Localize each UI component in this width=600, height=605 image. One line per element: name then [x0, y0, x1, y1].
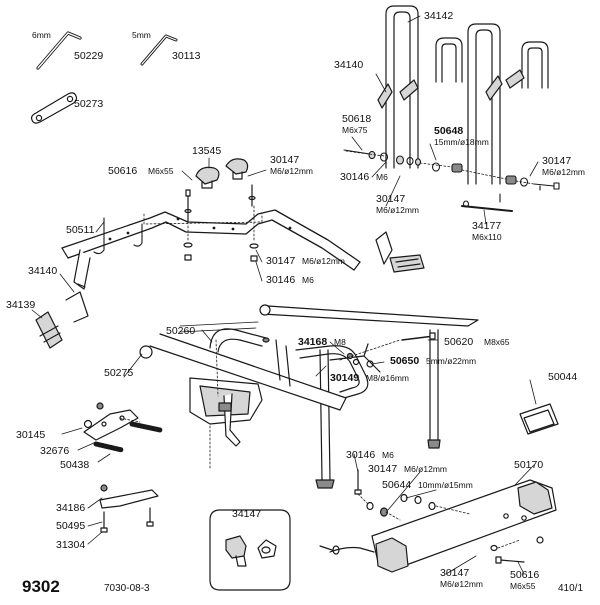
- label-30149: 30149: [330, 372, 360, 384]
- page-number: 410/1: [558, 583, 584, 594]
- dotted-guides-lower: [119, 417, 521, 549]
- label-32676: 32676: [40, 445, 70, 457]
- dotted-guides-upper-right: [345, 150, 535, 185]
- label-50044: 50044: [548, 371, 578, 383]
- label-30145: 30145: [16, 429, 46, 441]
- label-30146-lower: 30146: [346, 449, 376, 461]
- label-50650: 50650: [390, 355, 420, 367]
- label-50229-size: 6mm: [32, 30, 51, 40]
- hooks-50511: [93, 217, 143, 255]
- label-30146-lower-spec: M6: [382, 450, 394, 460]
- latch-34186: [99, 484, 159, 533]
- label-30147-bottom: 30147: [440, 567, 470, 579]
- label-34142: 34142: [424, 10, 454, 22]
- label-50260: 50260: [166, 325, 196, 337]
- upper-rack-frame: [61, 209, 361, 290]
- wrench-tool: [30, 92, 78, 124]
- label-50273: 50273: [74, 98, 104, 110]
- main-carrier-frame: [139, 304, 479, 489]
- label-50495: 50495: [56, 520, 86, 532]
- label-50620-spec: M8x65: [484, 337, 510, 347]
- label-30146-frame: 30146: [266, 274, 296, 286]
- label-34140-right: 34140: [334, 59, 364, 71]
- label-30147-upper-left: 30147: [270, 154, 300, 166]
- label-50650-spec: 5mm/ø22mm: [426, 356, 477, 366]
- label-34177-spec: M6x110: [472, 232, 502, 242]
- lock-assembly-left: [83, 402, 163, 453]
- label-50275: 50275: [104, 367, 134, 379]
- label-50616-upper: 50616: [108, 165, 138, 177]
- label-30149-spec: M8/ø16mm: [366, 373, 409, 383]
- label-30147-right-b-spec: M6/ø12mm: [542, 167, 585, 177]
- leader-lines: [31, 15, 539, 575]
- label-30113-size: 5mm: [132, 30, 151, 40]
- label-50644-spec: 10mm/ø15mm: [418, 480, 473, 490]
- label-34140-left: 34140: [28, 265, 58, 277]
- drawing-strokes: [30, 5, 560, 591]
- label-34168-spec: M8: [334, 337, 346, 347]
- light-board-50170: [319, 469, 557, 573]
- label-50616-lower-spec: M6x55: [510, 581, 536, 591]
- label-30146-right: 30146: [340, 171, 370, 183]
- label-30113: 30113: [172, 50, 201, 62]
- label-34147: 34147: [232, 508, 262, 520]
- label-50648-spec: 15mm/ø18mm: [434, 137, 489, 147]
- model-number: 9302: [22, 577, 60, 596]
- label-30147-frame-spec: M6/ø12mm: [302, 256, 345, 266]
- label-50648: 50648: [434, 125, 464, 137]
- lock-cylinder-34147: [209, 509, 291, 591]
- dotted-guides-upper: [143, 205, 263, 243]
- strap-holders: [35, 231, 425, 349]
- reflector-50044: [519, 403, 559, 435]
- label-34177: 34177: [472, 220, 502, 232]
- label-50618-spec: M6x75: [342, 125, 368, 135]
- label-50616-lower: 50616: [510, 569, 540, 581]
- label-50618: 50618: [342, 113, 372, 125]
- label-34168: 34168: [298, 336, 328, 348]
- label-50644: 50644: [382, 479, 412, 491]
- label-30147-right-a-spec: M6/ø12mm: [376, 205, 419, 215]
- label-50229: 50229: [74, 50, 104, 62]
- label-30147-lower: 30147: [368, 463, 398, 475]
- label-50170: 50170: [514, 459, 544, 471]
- label-31304: 31304: [56, 539, 86, 551]
- label-50438: 50438: [60, 459, 90, 471]
- label-30147-upper-left-spec: M6/ø12mm: [270, 166, 313, 176]
- hardware-row-upper-right: [343, 149, 560, 212]
- knob-13545: [195, 158, 249, 189]
- label-30147-right-a: 30147: [376, 193, 406, 205]
- label-30147-bottom-spec: M6/ø12mm: [440, 579, 483, 589]
- wheel-holder-34142: [377, 5, 549, 185]
- label-50616-upper-spec: M6x55: [148, 166, 174, 176]
- label-30146-right-spec: M6: [376, 172, 388, 182]
- label-50511: 50511: [66, 224, 95, 236]
- label-34186: 34186: [56, 502, 86, 514]
- label-30147-right-b: 30147: [542, 155, 572, 167]
- label-30147-frame: 30147: [266, 255, 296, 267]
- document-code: 7030-08-3: [104, 583, 150, 594]
- allen-key-5mm: [140, 34, 178, 66]
- label-30147-lower-spec: M6/ø12mm: [404, 464, 447, 474]
- label-50620: 50620: [444, 336, 474, 348]
- label-34139: 34139: [6, 299, 36, 311]
- bolts-upper-frame: [183, 184, 259, 262]
- label-30146-frame-spec: M6: [302, 275, 314, 285]
- allen-key-6mm: [36, 31, 82, 70]
- label-13545: 13545: [192, 145, 222, 157]
- dotted-guides-middle: [209, 339, 401, 471]
